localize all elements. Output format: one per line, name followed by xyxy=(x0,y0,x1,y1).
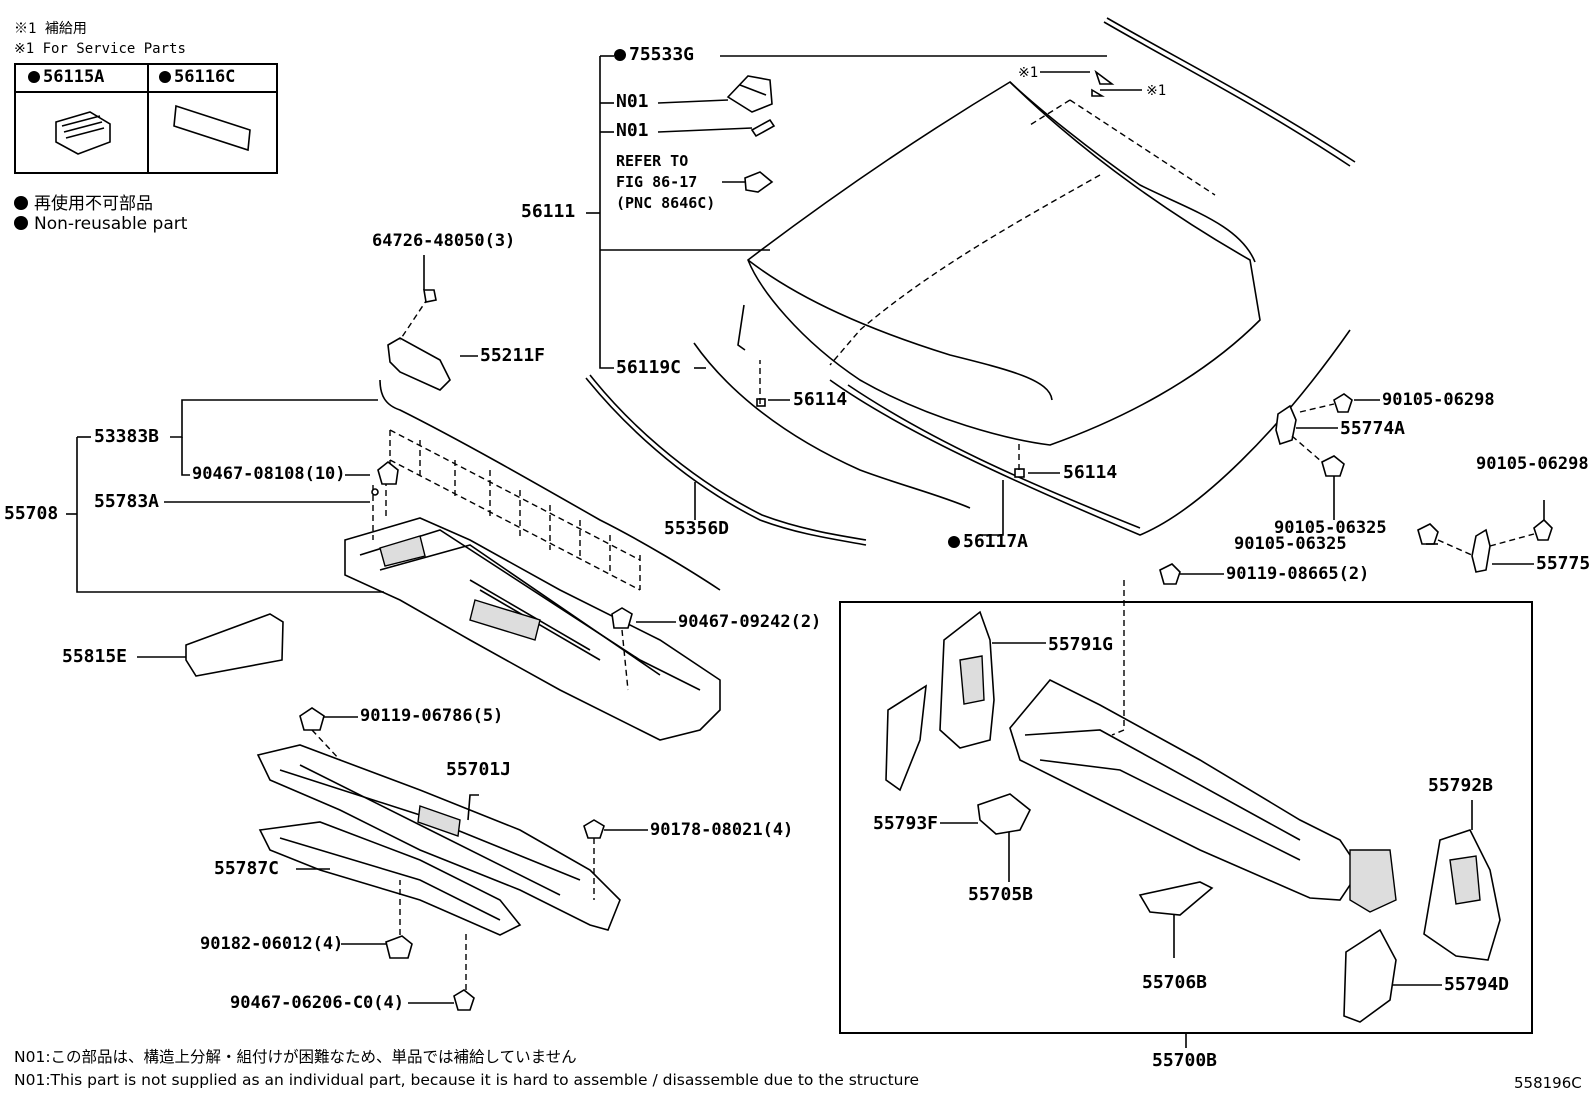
label-55706B[interactable]: 55706B xyxy=(1142,972,1208,993)
label-90105-06325-b[interactable]: 90105-06325 xyxy=(1234,534,1347,554)
label-90467-09242[interactable]: 90467-09242(2) xyxy=(678,612,822,632)
label-90119-08665[interactable]: 90119-08665(2) xyxy=(1226,564,1370,584)
non-reusable-dot-icon xyxy=(14,216,28,230)
non-reusable-dot-icon xyxy=(948,536,960,548)
non-reusable-dot-icon xyxy=(614,49,626,61)
label-55783A[interactable]: 55783A xyxy=(94,491,160,512)
label-90182-06012[interactable]: 90182-06012(4) xyxy=(200,934,344,954)
moulding-55356D xyxy=(585,377,867,546)
bracket-55705B xyxy=(977,793,1032,835)
label-56111[interactable]: 56111 xyxy=(521,201,576,222)
bracket-55211F xyxy=(387,289,451,391)
refer-line3: (PNC 8646C) xyxy=(616,194,716,212)
moulding-strip-75533G xyxy=(1106,17,1356,163)
cowl-panel-55701J xyxy=(256,744,621,931)
footnote-ja: N01:この部品は、構造上分解・組付けが困難なため、単品では補給していません xyxy=(14,1048,577,1066)
label-55791G[interactable]: 55791G xyxy=(1048,634,1114,655)
service-parts-box: 56115A 56116C xyxy=(14,63,278,174)
label-90105-06298-b[interactable]: 90105-06298 xyxy=(1476,454,1589,474)
label-55356D[interactable]: 55356D xyxy=(664,518,730,539)
insulator-55815E xyxy=(185,613,284,677)
service-marker-1: ※1 xyxy=(1018,65,1039,81)
moulding-56117A xyxy=(693,342,971,509)
pad-56116C-image xyxy=(173,104,251,152)
cowl-assembly-55700B xyxy=(1009,679,1397,913)
label-53383B[interactable]: 53383B xyxy=(94,426,160,447)
hinge-55774A xyxy=(1275,393,1353,477)
non-reusable-dot-icon xyxy=(28,71,40,83)
diagram-id: 558196C xyxy=(1514,1074,1582,1092)
service-part-right[interactable]: 56116C xyxy=(159,69,235,86)
non-reusable-dot-icon xyxy=(159,71,171,83)
label-56114-b[interactable]: 56114 xyxy=(1063,462,1118,483)
label-55792B[interactable]: 55792B xyxy=(1428,775,1494,796)
label-55211F[interactable]: 55211F xyxy=(480,345,546,366)
label-55794D[interactable]: 55794D xyxy=(1444,974,1510,995)
label-55774A[interactable]: 55774A xyxy=(1340,418,1406,439)
assembly-kit-box xyxy=(839,601,1533,1034)
label-55787C[interactable]: 55787C xyxy=(214,858,280,879)
service-marker-2: ※1 xyxy=(1146,83,1167,99)
service-note-ja: ※1 補給用 xyxy=(14,21,87,37)
hood-seal xyxy=(379,379,721,591)
label-55708[interactable]: 55708 xyxy=(4,503,59,524)
label-64726-48050[interactable]: 64726-48050(3) xyxy=(372,231,516,251)
refer-line2[interactable]: FIG 86-17 xyxy=(616,173,698,191)
bracket-55794D xyxy=(1343,928,1397,1023)
label-n01-b[interactable]: N01 xyxy=(616,120,649,141)
label-90105-06298-a[interactable]: 90105-06298 xyxy=(1382,390,1495,410)
bracket-n01 xyxy=(726,75,776,193)
service-note-en: ※1 For Service Parts xyxy=(14,41,186,57)
service-part-left[interactable]: 56115A xyxy=(28,69,104,86)
label-55700B[interactable]: 55700B xyxy=(1152,1050,1218,1071)
label-90467-06206[interactable]: 90467-06206-C0(4) xyxy=(230,993,404,1013)
panel-55787C xyxy=(258,821,522,936)
label-90105-06325-a[interactable]: 90105-06325 xyxy=(1274,518,1387,538)
windshield-glass xyxy=(747,80,1351,536)
label-90467-08108[interactable]: 90467-08108(10) xyxy=(192,464,346,484)
refer-line1: REFER TO xyxy=(616,152,689,170)
label-55815E[interactable]: 55815E xyxy=(62,646,128,667)
cowl-louver xyxy=(344,517,721,741)
clip-56115A-image xyxy=(55,111,111,155)
label-55775[interactable]: 55775 xyxy=(1536,553,1591,574)
label-n01-a[interactable]: N01 xyxy=(616,91,649,112)
label-90178-08021[interactable]: 90178-08021(4) xyxy=(650,820,794,840)
label-55701J[interactable]: 55701J xyxy=(446,759,512,780)
label-55793F[interactable]: 55793F xyxy=(873,813,939,834)
label-90119-06786[interactable]: 90119-06786(5) xyxy=(360,706,504,726)
legend-ja: 再使用不可部品 xyxy=(14,189,153,214)
label-55705B[interactable]: 55705B xyxy=(968,884,1034,905)
label-75533G[interactable]: 75533G xyxy=(614,46,694,64)
bracket-55793F xyxy=(885,684,927,792)
bracket-55791G xyxy=(939,610,995,749)
bracket-55706B xyxy=(1138,881,1214,916)
bracket-55792B xyxy=(1423,829,1501,961)
non-reusable-dot-icon xyxy=(14,196,28,210)
legend-en: Non-reusable part xyxy=(14,214,187,234)
label-56119C[interactable]: 56119C xyxy=(616,357,682,378)
hinge-55775 xyxy=(1417,518,1553,573)
label-56114-a[interactable]: 56114 xyxy=(793,389,848,410)
label-56117A[interactable]: 56117A xyxy=(948,533,1028,551)
footnote-en: N01:This part is not supplied as an indi… xyxy=(14,1071,920,1089)
